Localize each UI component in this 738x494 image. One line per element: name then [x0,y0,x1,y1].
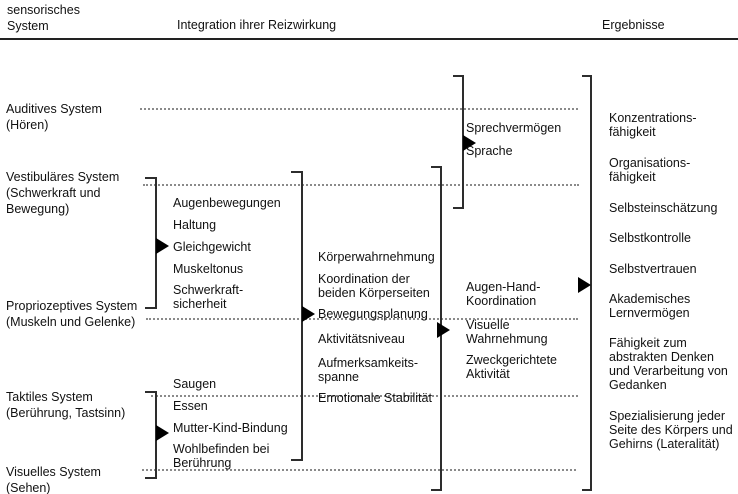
result-item-abstraktes-denken: Fähigkeit zum abstrakten Denken und Vera… [609,336,728,392]
dotted-connector-auditives [140,108,578,110]
stage3-item-augen-hand-koordination: Augen-Hand- Koordination [466,280,541,308]
column-header-integration: Integration ihrer Reizwirkung [177,18,337,32]
stage2-item-koordination: Koordination der beiden Körperseiten [318,272,430,300]
dotted-connector-vestibulares [143,184,579,186]
stage1-item-saugen: Saugen [173,377,217,391]
stage3-item-zweckgerichtete-aktivitaet: Zweckgerichtete Aktivität [466,353,558,381]
result-item-organisationsfaehigkeit: Organisations- fähigkeit [609,156,691,184]
stage1-item-essen: Essen [173,399,208,413]
arrow-mutter-kind-icon [156,425,169,441]
result-item-selbsteinschaetzung: Selbsteinschätzung [609,201,718,215]
system-label-propriozeptives: Propriozeptives System (Muskeln und Gele… [6,299,138,329]
result-item-selbstvertrauen: Selbstvertrauen [609,262,697,276]
stage1-item-augenbewegungen: Augenbewegungen [173,196,281,210]
dotted-connector-visuelles [142,469,576,471]
result-item-akademisches-lernvermoegen: Akademisches Lernvermögen [609,292,691,320]
speech-item-sprache: Sprache [466,144,513,158]
system-label-taktiles: Taktiles System (Berührung, Tastsinn) [6,390,126,420]
dotted-connector-propriozeptives [146,318,578,320]
bracket-results [582,75,592,491]
stage2-item-bewegungsplanung: Bewegungsplanung [318,307,428,321]
stage1-item-gleichgewicht: Gleichgewicht [173,240,251,254]
result-item-konzentrationsfaehigkeit: Konzentrations- fähigkeit [609,111,697,139]
dotted-connector-taktiles [151,395,578,397]
stage1-item-wohlbefinden: Wohlbefinden bei Berührung [173,442,270,470]
arrow-results-icon [578,277,591,293]
system-label-vestibulares: Vestibuläres System (Schwerkraft und Bew… [6,170,120,216]
stage1-item-mutter-kind-bindung: Mutter-Kind-Bindung [173,421,288,435]
arrow-speech-icon [463,135,476,151]
stage1-item-muskeltonus: Muskeltonus [173,262,244,276]
stage1-item-schwerkraftsicherheit: Schwerkraft- sicherheit [173,283,244,311]
result-item-selbstkontrolle: Selbstkontrolle [609,231,691,245]
result-item-lateralitaet: Spezialisierung jeder Seite des Körpers … [609,409,733,451]
system-label-auditives: Auditives System (Hören) [6,102,102,132]
speech-item-sprechvermoegen: Sprechvermögen [466,121,562,135]
column-header-results: Ergebnisse [602,18,665,32]
header-divider [0,38,738,40]
stage2-item-aktivitaetsniveau: Aktivitätsniveau [318,332,405,346]
arrow-gleichgewicht-icon [156,238,169,254]
stage2-item-koerperwahrnehmung: Körperwahrnehmung [318,250,435,264]
stage2-item-emotionale-stabilitaet: Emotionale Stabilität [318,391,432,405]
arrow-visuelle-wahrnehmung-icon [437,322,450,338]
stage2-item-aufmerksamkeitsspanne: Aufmerksamkeits- spanne [318,356,419,384]
stage3-item-visuelle-wahrnehmung: Visuelle Wahrnehmung [466,318,548,346]
column-header-sensory: sensorisches System [7,3,80,33]
stage1-item-haltung: Haltung [173,218,217,232]
arrow-bewegungsplanung-icon [302,306,315,322]
system-label-visuelles: Visuelles System (Sehen) [6,465,101,494]
